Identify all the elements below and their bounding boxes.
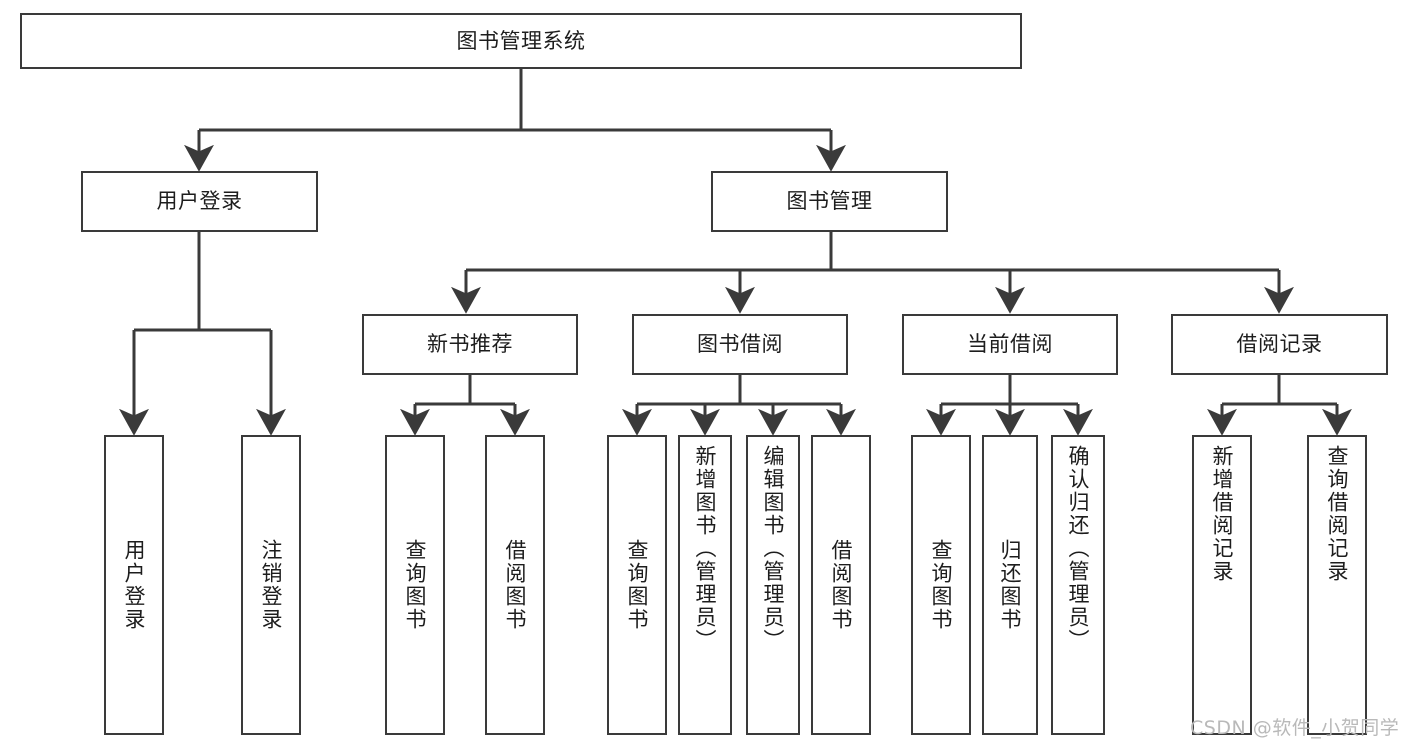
- node-label: 借阅图书: [503, 539, 528, 631]
- node-label: 新书推荐: [427, 332, 513, 357]
- node-label: 归还图书: [998, 539, 1023, 631]
- node-label: 用户登录: [122, 539, 147, 631]
- node-book-borrow[interactable]: 图书借阅: [632, 314, 848, 375]
- node-label: 图书管理: [786, 189, 873, 214]
- node-label: 图书管理系统: [456, 28, 586, 53]
- leaf-query-book-1[interactable]: 查询图书: [385, 435, 445, 735]
- node-label: 查询图书: [625, 539, 650, 631]
- node-label: 新增借阅记录: [1210, 445, 1235, 583]
- node-label: 注销登录: [259, 539, 284, 631]
- node-current-borrow[interactable]: 当前借阅: [902, 314, 1118, 375]
- leaf-confirm-return[interactable]: 确认归还（管理员）: [1051, 435, 1105, 735]
- node-label: 查询图书: [403, 539, 428, 631]
- node-label: 确认归还（管理员）: [1066, 445, 1091, 652]
- node-label: 编辑图书（管理员）: [761, 445, 786, 652]
- leaf-borrow-book-2[interactable]: 借阅图书: [811, 435, 871, 735]
- leaf-return-book[interactable]: 归还图书: [982, 435, 1038, 735]
- node-label: 图书借阅: [697, 332, 783, 357]
- leaf-logout-login[interactable]: 注销登录: [241, 435, 301, 735]
- leaf-edit-book[interactable]: 编辑图书（管理员）: [746, 435, 800, 735]
- node-borrow-record[interactable]: 借阅记录: [1171, 314, 1388, 375]
- node-label: 查询图书: [929, 539, 954, 631]
- leaf-borrow-book-1[interactable]: 借阅图书: [485, 435, 545, 735]
- node-label: 借阅记录: [1236, 332, 1323, 357]
- node-book-manage[interactable]: 图书管理: [711, 171, 948, 232]
- node-label: 新增图书（管理员）: [693, 445, 718, 652]
- leaf-query-record[interactable]: 查询借阅记录: [1307, 435, 1367, 735]
- node-label: 当前借阅: [967, 332, 1053, 357]
- node-label: 用户登录: [156, 189, 243, 214]
- leaf-query-book-2[interactable]: 查询图书: [607, 435, 667, 735]
- node-label: 借阅图书: [829, 539, 854, 631]
- watermark-text: CSDN @软件_小贺同学: [1190, 717, 1400, 739]
- node-user-login[interactable]: 用户登录: [81, 171, 318, 232]
- leaf-add-book[interactable]: 新增图书（管理员）: [678, 435, 732, 735]
- leaf-query-book-3[interactable]: 查询图书: [911, 435, 971, 735]
- node-label: 查询借阅记录: [1325, 445, 1350, 583]
- leaf-add-record[interactable]: 新增借阅记录: [1192, 435, 1252, 735]
- node-new-book-recommend[interactable]: 新书推荐: [362, 314, 578, 375]
- leaf-user-login[interactable]: 用户登录: [104, 435, 164, 735]
- node-root-system[interactable]: 图书管理系统: [20, 13, 1022, 69]
